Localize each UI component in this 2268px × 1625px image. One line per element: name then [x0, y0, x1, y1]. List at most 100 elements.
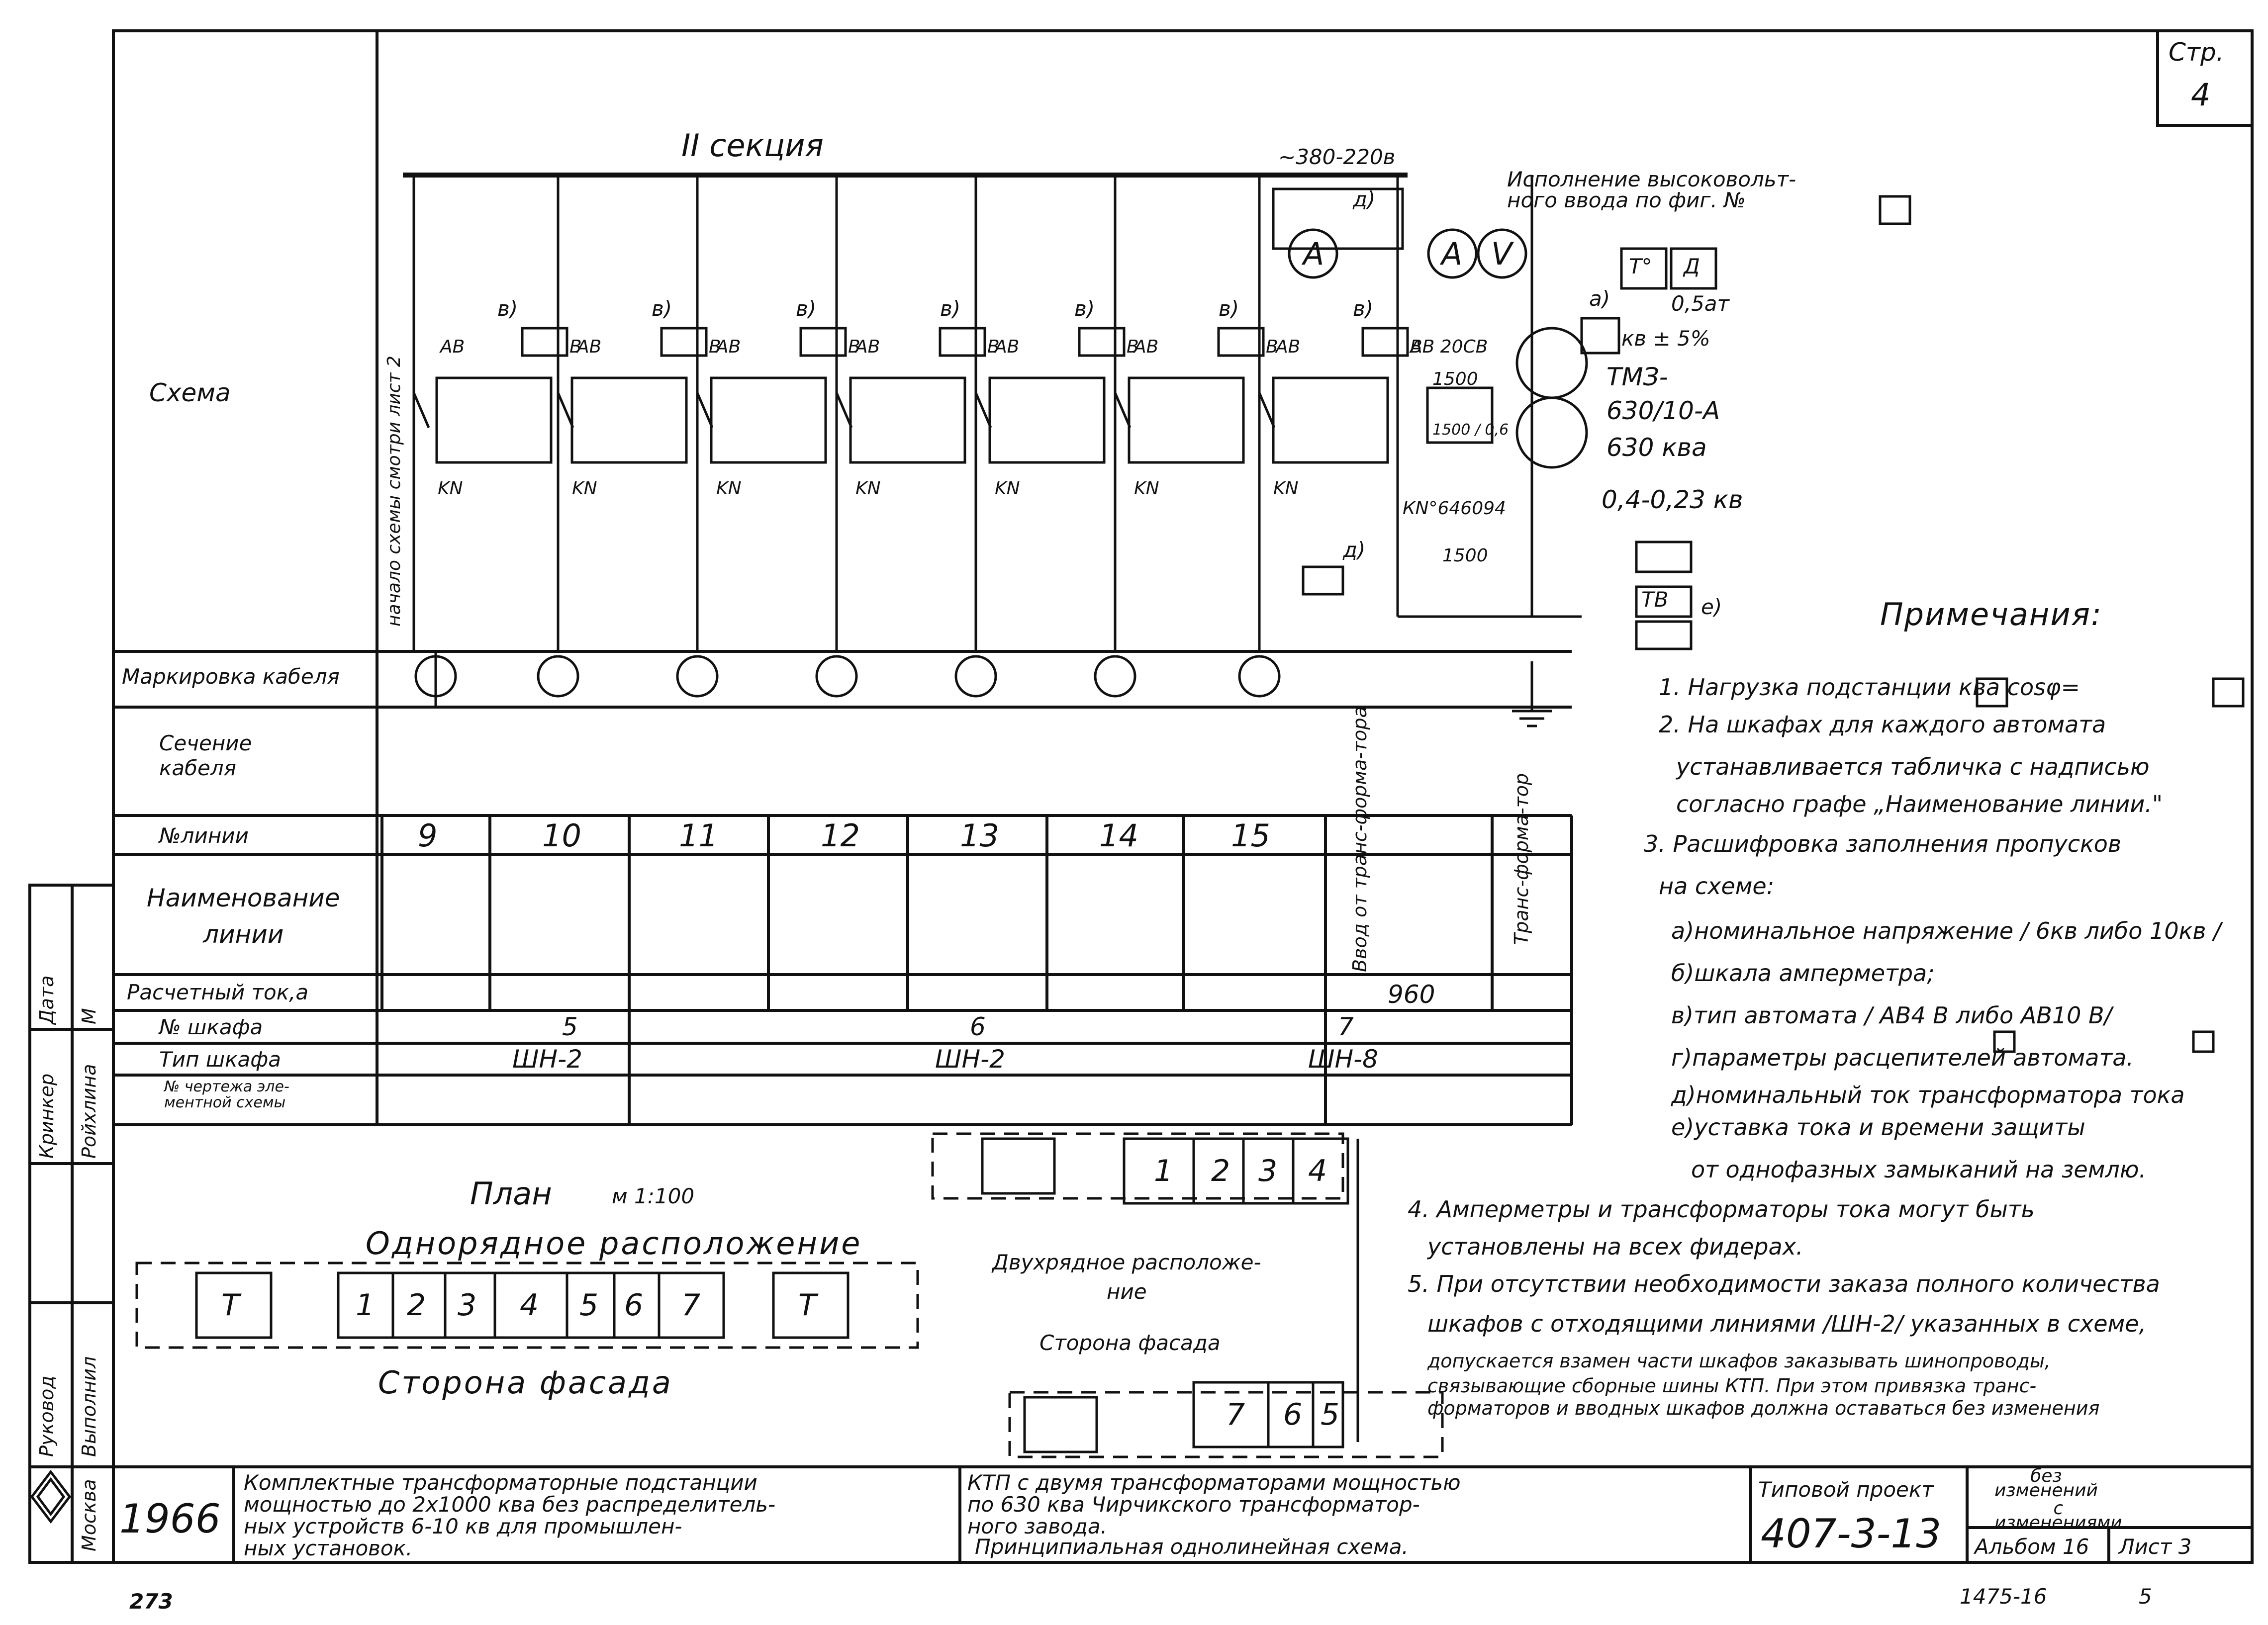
feeder-2 — [537, 175, 708, 698]
stamp-role-1: Руковод — [36, 1375, 58, 1457]
row-current: Расчетный ток,а — [127, 980, 309, 1004]
breaker-suffix-3: В — [848, 337, 860, 357]
transformer-type: ТМЗ- 630/10-А — [1606, 362, 1720, 425]
line-number: 13 — [960, 817, 999, 854]
letter-v-1: в) — [497, 296, 518, 321]
kn-7: KN — [1273, 478, 1299, 499]
project-number: 407-3-13 — [1761, 1511, 1942, 1557]
note-line: установлены на всех фидерах. — [1427, 1233, 1803, 1260]
feeder-3 — [676, 175, 847, 698]
project-label: Типовой проект — [1758, 1477, 1934, 1502]
note-line: д)номинальный ток трансформатора тока — [1671, 1082, 2185, 1108]
input-breaker: АВ 20СВ — [1410, 337, 1488, 357]
sheet-frame — [112, 29, 2254, 1564]
cabinet-type-3: ШН-8 — [1308, 1045, 1378, 1074]
plan-double-top-cell: 1 — [1154, 1154, 1173, 1188]
note-line: от однофазных замыканий на землю. — [1691, 1156, 2147, 1183]
note-line: устанавливается табличка с надписью — [1676, 753, 2150, 780]
cabinet-no-3: 7 — [1338, 1012, 1354, 1041]
row-cabinet-no: № шкафа — [159, 1015, 263, 1039]
double-row-label: Двухрядное расположе- ние — [992, 1250, 1261, 1304]
ammeter-circle — [1288, 228, 1338, 279]
plan-cabinet-cell: 7 — [681, 1288, 701, 1323]
note-line: 2. На шкафах для каждого автомата — [1659, 711, 2106, 738]
breaker-suffix-4: В — [987, 337, 1000, 357]
kn-6: KN — [1134, 478, 1159, 499]
stamp-role-3: Кринкер — [36, 1073, 58, 1159]
breaker-suffix-6: В — [1266, 337, 1278, 357]
tap-label: кв ± 5% — [1621, 326, 1710, 351]
feeder-4 — [815, 175, 986, 698]
plan-double-top-cell: 3 — [1258, 1154, 1278, 1188]
letter-v-2: в) — [652, 296, 672, 321]
note-line: 5. При отсутствии необходимости заказа п… — [1408, 1270, 2160, 1297]
note-line: б)шкала амперметра; — [1671, 960, 1935, 987]
letter-a: а) — [1589, 286, 1610, 311]
plan-title: План — [470, 1175, 552, 1212]
stamp-role-5: Дата — [36, 975, 58, 1024]
line-number: 9 — [418, 817, 438, 854]
stamp-role-6: М — [78, 1008, 100, 1024]
title-subject: КТП с двумя трансформаторами мощностью п… — [967, 1470, 1461, 1539]
ammeter-2-icon: A — [1441, 236, 1463, 272]
pressure-value: 0,5ат — [1671, 291, 1729, 316]
plan-scale: м 1:100 — [612, 1184, 695, 1208]
bus-voltage: ~380-220в — [1278, 145, 1396, 169]
letter-v-3: в) — [796, 296, 817, 321]
secondary-voltage: 0,4-0,23 кв — [1602, 485, 1743, 514]
breaker-label-6: АВ — [1134, 337, 1159, 357]
single-row-label: Однорядное расположение — [366, 1225, 862, 1262]
breaker-label-2: АВ — [577, 337, 602, 357]
title-sheet-title: Принципиальная однолинейная схема. — [975, 1535, 1409, 1559]
plan-cabinet-cell: 2 — [407, 1288, 426, 1323]
breaker-suffix-5: В — [1127, 337, 1139, 357]
kn-1: KN — [438, 478, 463, 499]
plan-double-bottom-cell: 7 — [1226, 1397, 1245, 1432]
cabinet-no-1: 5 — [562, 1012, 578, 1041]
input-col-name: Ввод от транс-форма-тора — [1349, 706, 1371, 972]
sheet-no: Лист 3 — [2119, 1535, 2192, 1559]
plan-double-bottom-cell: 5 — [1321, 1397, 1340, 1432]
line-number: 14 — [1099, 817, 1138, 854]
stamp-role-2: Выполнил — [78, 1356, 100, 1457]
plan-double-row — [931, 1132, 1444, 1458]
plan-cabinet-cell: 3 — [458, 1288, 477, 1323]
transformer-right: Т — [798, 1288, 817, 1323]
title-year: 1966 — [119, 1496, 221, 1542]
breaker-suffix-2: В — [709, 337, 721, 357]
breaker-label-3: АВ — [716, 337, 741, 357]
row-cable-section: Сечение кабеля — [159, 731, 252, 781]
note-line: связывающие сборные шины КТП. При этом п… — [1427, 1375, 2037, 1397]
pressure-icon: Д — [1684, 254, 1700, 278]
see-sheet-note: начало схемы смотри лист 2 — [384, 356, 404, 627]
plan-double-top-cell: 4 — [1308, 1154, 1327, 1188]
relay-label: КN°646094 — [1403, 498, 1506, 519]
transformer-power: 630 ква — [1606, 433, 1707, 462]
letter-v-6: в) — [1219, 296, 1239, 321]
line-number: 12 — [821, 817, 860, 854]
footer-page: 5 — [2139, 1584, 2152, 1609]
single-facade: Сторона фасада — [378, 1364, 673, 1401]
note-line: на схеме: — [1659, 873, 1775, 900]
letter-e: е) — [1701, 595, 1722, 619]
feeder-5 — [954, 175, 1126, 698]
hv-input-label: Исполнение высоковольт- ного ввода по фи… — [1507, 167, 1796, 212]
breaker-label-1: АВ — [440, 337, 465, 357]
plan-cabinet-cell: 5 — [579, 1288, 599, 1323]
breaker-suffix-7: В — [1410, 337, 1422, 357]
breaker-label-5: АВ — [995, 337, 1020, 357]
note-line: г)параметры расцепителей автомата. — [1671, 1044, 2134, 1071]
feeder-1 — [412, 175, 568, 707]
line-number: 11 — [679, 817, 718, 854]
page-number-box — [2156, 29, 2254, 127]
temp-icon: Т° — [1629, 254, 1652, 278]
notes-title: Примечания: — [1880, 596, 2102, 632]
page-number: 4 — [2191, 77, 2211, 113]
feeder-6 — [1094, 175, 1265, 698]
stamp-role-4: Ройхлина — [78, 1064, 100, 1159]
letter-v-5: в) — [1074, 296, 1095, 321]
kn-2: KN — [572, 478, 597, 499]
note-line: форматоров и вводных шкафов должна остав… — [1427, 1397, 2100, 1419]
voltmeter-circle — [1477, 228, 1527, 279]
